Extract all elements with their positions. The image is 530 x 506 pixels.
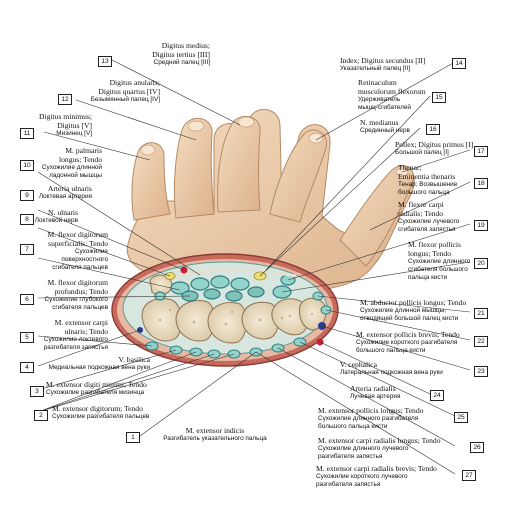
callout-5: 5 [20, 332, 34, 343]
ring-finger [173, 118, 215, 219]
callout-6: 6 [20, 294, 34, 305]
callout-25: 25 [454, 412, 468, 423]
label-arteria-ulnaris: Arteria ulnaris Локтевая артерия [38, 184, 92, 200]
label-extensor-pollicis-longus: M. extensor pollicis longus; Tendo Сухож… [318, 406, 424, 430]
index-finger [269, 129, 328, 223]
label-palmaris-longus: M. palmaris longus; Tendo Сухожилие длин… [41, 146, 102, 179]
label-extensor-carpi-radialis-longus: M. extensor carpi radialis longus; Tendo… [318, 436, 441, 460]
wrist-cross-section [111, 253, 339, 367]
callout-15: 15 [432, 92, 446, 103]
callout-22: 22 [474, 336, 488, 347]
label-v-basilica: V. basilica Медиальная подкожная вена ру… [48, 355, 150, 371]
label-n-ulnaris: N. ulnaris Локтевой нерв [34, 208, 78, 224]
label-n-medianus: N. medianus Срединный нерв [360, 118, 410, 134]
callout-27: 27 [462, 470, 476, 481]
label-flexor-pollicis-longus: M. flexor pollicis longus; Tendo Сухожил… [408, 240, 471, 281]
callout-8: 8 [20, 214, 34, 225]
label-retinaculum: Retinaculum musculorum flexorum Удержива… [358, 78, 426, 111]
label-thenar: Thenar; Eminentia thenaris Тенар; Возвыш… [398, 163, 458, 196]
callout-21: 21 [474, 308, 488, 319]
label-extensor-digiti-minimi: M. extensor digiti minimi; Tendo Сухожил… [46, 380, 147, 396]
callout-1: 1 [126, 432, 140, 443]
label-digitus-anularis: Digitus anularis; Digitus quartus [IV] Б… [90, 78, 160, 103]
callout-13: 13 [98, 56, 112, 67]
label-pollex: Pollex; Digitus primus [I] Большой палец… [395, 140, 474, 156]
label-flexor-carpi-radialis: M. flexor carpi radialis; Tendo Сухожили… [398, 200, 460, 233]
label-flexor-profundus: M. flexor digitorum profundus; Tendo Сух… [44, 278, 108, 311]
callout-23: 23 [474, 366, 488, 377]
label-v-cephalica: V. cephalica Латеральная подкожная вена … [340, 360, 443, 376]
callout-14: 14 [452, 58, 466, 69]
callout-10: 10 [20, 160, 34, 171]
flexor-tendons [154, 274, 296, 302]
hand-silhouette [126, 109, 415, 295]
callout-2: 2 [34, 410, 48, 421]
callout-11: 11 [20, 128, 34, 139]
label-extensor-carpi-ulnaris: M. extensor carpi ulnaris; Tendo Сухожил… [43, 318, 108, 351]
callout-7: 7 [20, 244, 34, 255]
label-arteria-radialis: Arteria radialis Лучевая артерия [350, 384, 401, 400]
little-finger [131, 142, 171, 221]
callout-4: 4 [20, 362, 34, 373]
label-extensor-carpi-radialis-brevis: M. extensor carpi radialis brevis; Tendo… [316, 464, 437, 488]
label-digitus-medius: Digitus medius; Digitus tertius [III] Ср… [152, 41, 210, 66]
label-extensor-pollicis-brevis: M. extensor pollicis brevis; Tendo Сухож… [356, 330, 460, 354]
callout-12: 12 [58, 94, 72, 105]
callout-18: 18 [474, 178, 488, 189]
callout-20: 20 [474, 258, 488, 269]
label-flexor-superficialis: M. flexor digitorum superficialis; Tendo… [47, 230, 108, 271]
label-extensor-digitorum: M. extensor digitorum; Tendo Сухожилие р… [52, 404, 150, 420]
callout-3: 3 [30, 386, 44, 397]
label-digitus-minimus: Digitus minimus; Digitus [V] Мизинец [V] [39, 112, 92, 137]
callout-17: 17 [474, 146, 488, 157]
middle-finger [217, 116, 261, 213]
callout-24: 24 [430, 390, 444, 401]
label-abductor-pollicis-longus: M. abductor pollicis longus; Tendo Сухож… [360, 298, 467, 322]
callout-26: 26 [470, 442, 484, 453]
callout-9: 9 [20, 190, 34, 201]
callout-19: 19 [474, 220, 488, 231]
label-extensor-indicis: M. extensor indicis Разгибатель указател… [163, 426, 267, 442]
thumb [339, 165, 414, 267]
label-index: Index; Digitus secundus [II] Указательны… [340, 56, 426, 72]
leader-lines [37, 59, 471, 475]
callout-16: 16 [426, 124, 440, 135]
